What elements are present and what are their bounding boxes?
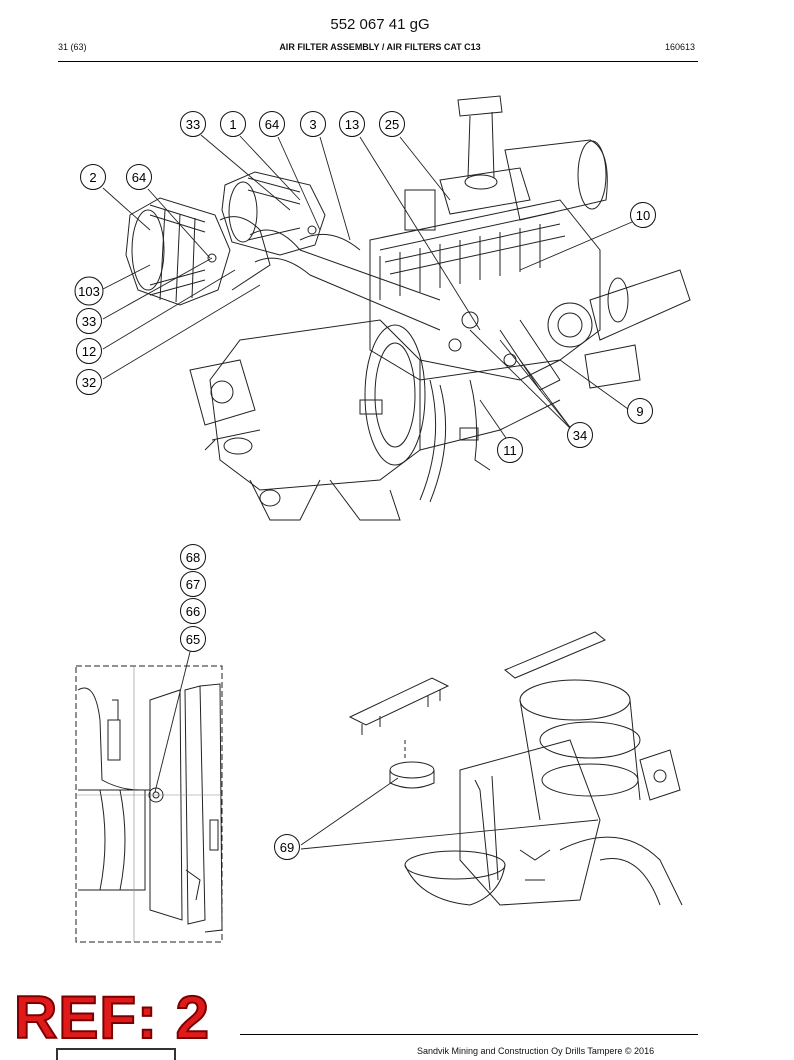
footer-divider <box>240 1034 698 1035</box>
detail-view-right <box>348 631 683 906</box>
callout-68: 68 <box>180 544 206 570</box>
callout-33-top: 33 <box>180 111 206 137</box>
svg-text:9: 9 <box>636 404 643 419</box>
svg-text:25: 25 <box>385 117 399 132</box>
svg-text:64: 64 <box>132 170 146 185</box>
callout-66: 66 <box>180 598 206 624</box>
callout-1: 1 <box>220 111 246 137</box>
page-title: AIR FILTER ASSEMBLY / AIR FILTERS CAT C1… <box>279 42 481 52</box>
callout-markers: 33 1 64 3 13 25 2 64 <box>74 111 656 860</box>
svg-text:69: 69 <box>280 840 294 855</box>
svg-text:32: 32 <box>82 375 96 390</box>
callout-64-top: 64 <box>259 111 285 137</box>
company-logo <box>56 1048 176 1060</box>
svg-text:33: 33 <box>82 314 96 329</box>
callout-10: 10 <box>630 202 656 228</box>
callout-32: 32 <box>76 369 102 395</box>
callout-67: 67 <box>180 571 206 597</box>
callout-13: 13 <box>339 111 365 137</box>
callout-34: 34 <box>567 422 593 448</box>
callout-12: 12 <box>76 338 102 364</box>
svg-text:33: 33 <box>186 117 200 132</box>
svg-text:10: 10 <box>636 208 650 223</box>
svg-text:65: 65 <box>186 632 200 647</box>
svg-text:1: 1 <box>229 117 236 132</box>
callout-9: 9 <box>627 398 653 424</box>
detail-view-left <box>75 665 223 943</box>
callout-3: 3 <box>300 111 326 137</box>
svg-text:11: 11 <box>503 443 517 458</box>
svg-text:103: 103 <box>78 284 100 299</box>
callout-65: 65 <box>180 626 206 652</box>
callout-25: 25 <box>379 111 405 137</box>
reference-stamp: REF: 2 <box>13 984 211 1051</box>
engine-assembly-drawing <box>125 95 691 521</box>
callout-103: 103 <box>74 276 104 306</box>
svg-text:68: 68 <box>186 550 200 565</box>
svg-text:3: 3 <box>309 117 316 132</box>
footer-copyright: Sandvik Mining and Construction Oy Drill… <box>417 1046 655 1056</box>
svg-text:12: 12 <box>82 344 96 359</box>
callout-64-left: 64 <box>126 164 152 190</box>
leader-lines <box>102 134 633 850</box>
header-divider <box>58 61 698 62</box>
svg-text:2: 2 <box>89 170 96 185</box>
callout-33-left: 33 <box>76 308 102 334</box>
document-number: 552 067 41 gG <box>330 16 430 33</box>
callout-69: 69 <box>274 834 300 860</box>
callout-11: 11 <box>497 437 523 463</box>
svg-text:34: 34 <box>573 428 587 443</box>
air-filter-right <box>221 171 326 256</box>
svg-text:13: 13 <box>345 117 359 132</box>
svg-text:64: 64 <box>265 117 279 132</box>
callout-2: 2 <box>80 164 106 190</box>
svg-text:67: 67 <box>186 577 200 592</box>
svg-text:66: 66 <box>186 604 200 619</box>
date-code: 160613 <box>665 42 696 52</box>
page-number: 31 (63) <box>58 42 87 52</box>
air-filter-left <box>125 197 231 306</box>
